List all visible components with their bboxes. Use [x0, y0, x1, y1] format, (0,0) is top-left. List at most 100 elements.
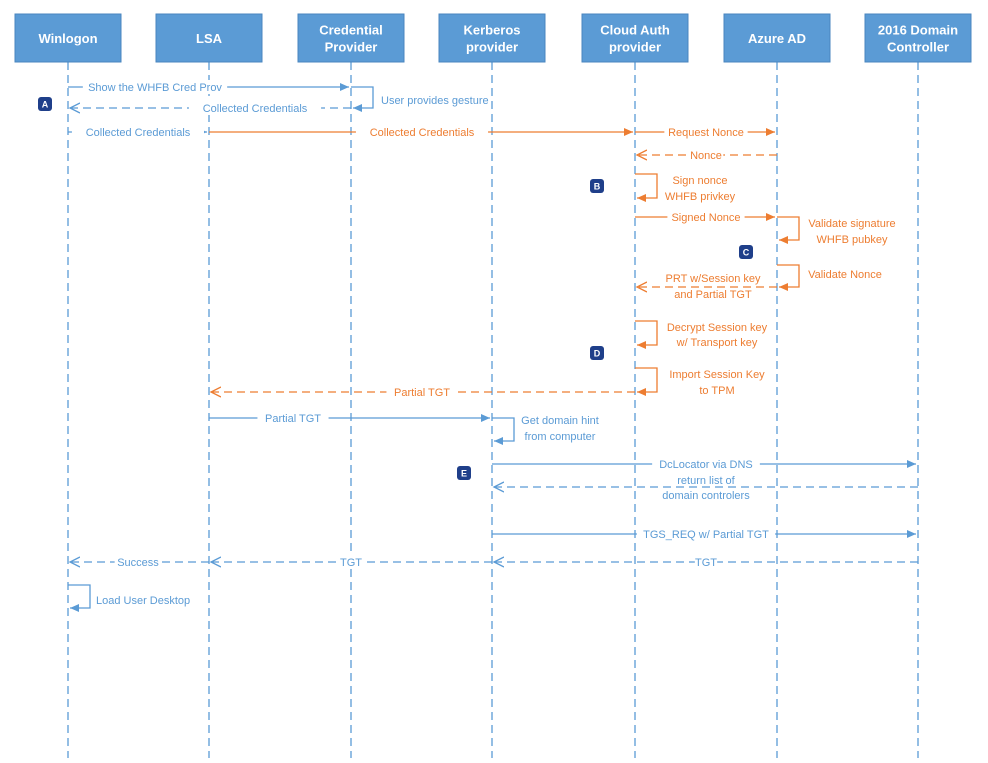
message-arrow: [635, 173, 658, 202]
actor-winlogon: Winlogon: [14, 13, 122, 63]
message-label: and Partial TGT: [674, 289, 752, 301]
message-return-dc-list: return list of domain controlers: [494, 475, 918, 502]
message-label: Collected Credentials: [86, 127, 191, 139]
message-arrow: [68, 584, 91, 612]
message-tgt-dc-to-kerberos: TGT: [494, 555, 918, 569]
message-label: Sign nonce: [672, 175, 727, 187]
actor-label: Winlogon: [38, 31, 97, 46]
message-label: to TPM: [699, 385, 734, 397]
message-tgs-req: TGS_REQ w/ Partial TGT: [492, 527, 916, 541]
label-background: [188, 101, 322, 115]
badge-letter: B: [594, 182, 601, 192]
actor-label: Cloud Auth: [600, 23, 670, 38]
actor-box: [581, 13, 689, 63]
message-label: Get domain hint: [521, 415, 599, 427]
message-label: Collected Credentials: [203, 103, 308, 115]
message-arrow: [492, 417, 515, 445]
actor-label: LSA: [196, 31, 223, 46]
message-label: Decrypt Session key: [667, 322, 768, 334]
message-request-nonce: Request Nonce: [635, 125, 775, 139]
message-label: Validate signature: [808, 218, 895, 230]
badge-letter: E: [461, 469, 467, 479]
badge-letter: A: [42, 100, 49, 110]
label-background: [386, 385, 458, 399]
message-partial-tgt-to-lsa: Partial TGT: [211, 385, 635, 399]
message-arrow: [777, 264, 800, 291]
actor-box: [864, 13, 972, 63]
step-badge-d: D: [590, 346, 604, 360]
message-arrow: [635, 320, 658, 349]
label-background: [636, 527, 776, 541]
label-background: [339, 555, 363, 569]
actor-label: Azure AD: [748, 31, 806, 46]
message-label: return list of: [677, 475, 735, 487]
message-label: WHFB privkey: [665, 191, 736, 203]
step-badge-c: C: [739, 245, 753, 259]
step-badge-e: E: [457, 466, 471, 480]
message-collected-credentials-to-cloud: Collected Credentials: [209, 125, 633, 139]
actor-box: [14, 13, 122, 63]
message-partial-tgt-to-kerberos: Partial TGT: [209, 411, 490, 425]
message-import-session-key: Import Session Key to TPM: [635, 367, 765, 397]
actor-label: provider: [466, 40, 518, 55]
message-label: domain controlers: [662, 490, 750, 502]
label-background: [664, 125, 748, 139]
actor-label: Controller: [887, 40, 949, 55]
message-user-provides-gesture: User provides gesture: [351, 86, 489, 112]
message-arrow: [635, 367, 658, 396]
label-background: [257, 411, 329, 425]
actor-label: Provider: [325, 40, 378, 55]
actor-label: 2016 Domain: [878, 23, 958, 38]
actor-kerberos-provider: Kerberos provider: [438, 13, 546, 63]
message-label: Show the WHFB Cred Prov: [88, 82, 222, 94]
message-validate-nonce: Validate Nonce: [777, 264, 882, 291]
message-label: WHFB pubkey: [817, 234, 888, 246]
message-dclocator-via-dns: DcLocator via DNS: [492, 457, 916, 471]
label-background: [667, 210, 745, 224]
message-collected-credentials-return: Collected Credentials: [70, 101, 351, 115]
actor-box: [155, 13, 263, 63]
actor-cloud-auth-provider: Cloud Auth provider: [581, 13, 689, 63]
message-prt-return: PRT w/Session key and Partial TGT: [637, 273, 777, 301]
actor-label: provider: [609, 40, 661, 55]
message-label: Load User Desktop: [96, 595, 190, 607]
message-label: Signed Nonce: [671, 212, 740, 224]
message-success: Success: [70, 555, 209, 569]
actor-label: Kerberos: [463, 23, 520, 38]
message-label: Request Nonce: [668, 127, 744, 139]
message-label: Collected Credentials: [370, 127, 475, 139]
message-label: DcLocator via DNS: [659, 459, 753, 471]
label-background: [652, 457, 760, 471]
message-label: Nonce: [690, 150, 722, 162]
message-label: Success: [117, 557, 159, 569]
badge-letter: D: [594, 349, 601, 359]
message-nonce-return: Nonce: [637, 148, 777, 162]
message-label: Import Session Key: [669, 369, 765, 381]
badge-box: [590, 346, 604, 360]
message-get-domain-hint: Get domain hint from computer: [492, 415, 599, 445]
message-load-user-desktop: Load User Desktop: [68, 584, 190, 612]
message-tgt-kerberos-to-lsa: TGT: [211, 555, 492, 569]
message-label: from computer: [525, 431, 596, 443]
message-collected-credentials-to-lsa: Collected Credentials: [68, 125, 207, 139]
label-background: [355, 125, 489, 139]
label-background: [71, 125, 205, 139]
message-label: PRT w/Session key: [666, 273, 761, 285]
label-background: [114, 555, 162, 569]
actor-box: [723, 13, 831, 63]
actor-box: [438, 13, 546, 63]
message-show-cred-prov: Show the WHFB Cred Prov: [68, 80, 349, 94]
message-signed-nonce: Signed Nonce: [635, 210, 775, 224]
actor-box: [297, 13, 405, 63]
label-background: [82, 80, 228, 94]
actor-lsa: LSA: [155, 13, 263, 63]
badge-box: [739, 245, 753, 259]
step-badge-a: A: [38, 97, 52, 111]
message-label: Partial TGT: [265, 413, 321, 425]
